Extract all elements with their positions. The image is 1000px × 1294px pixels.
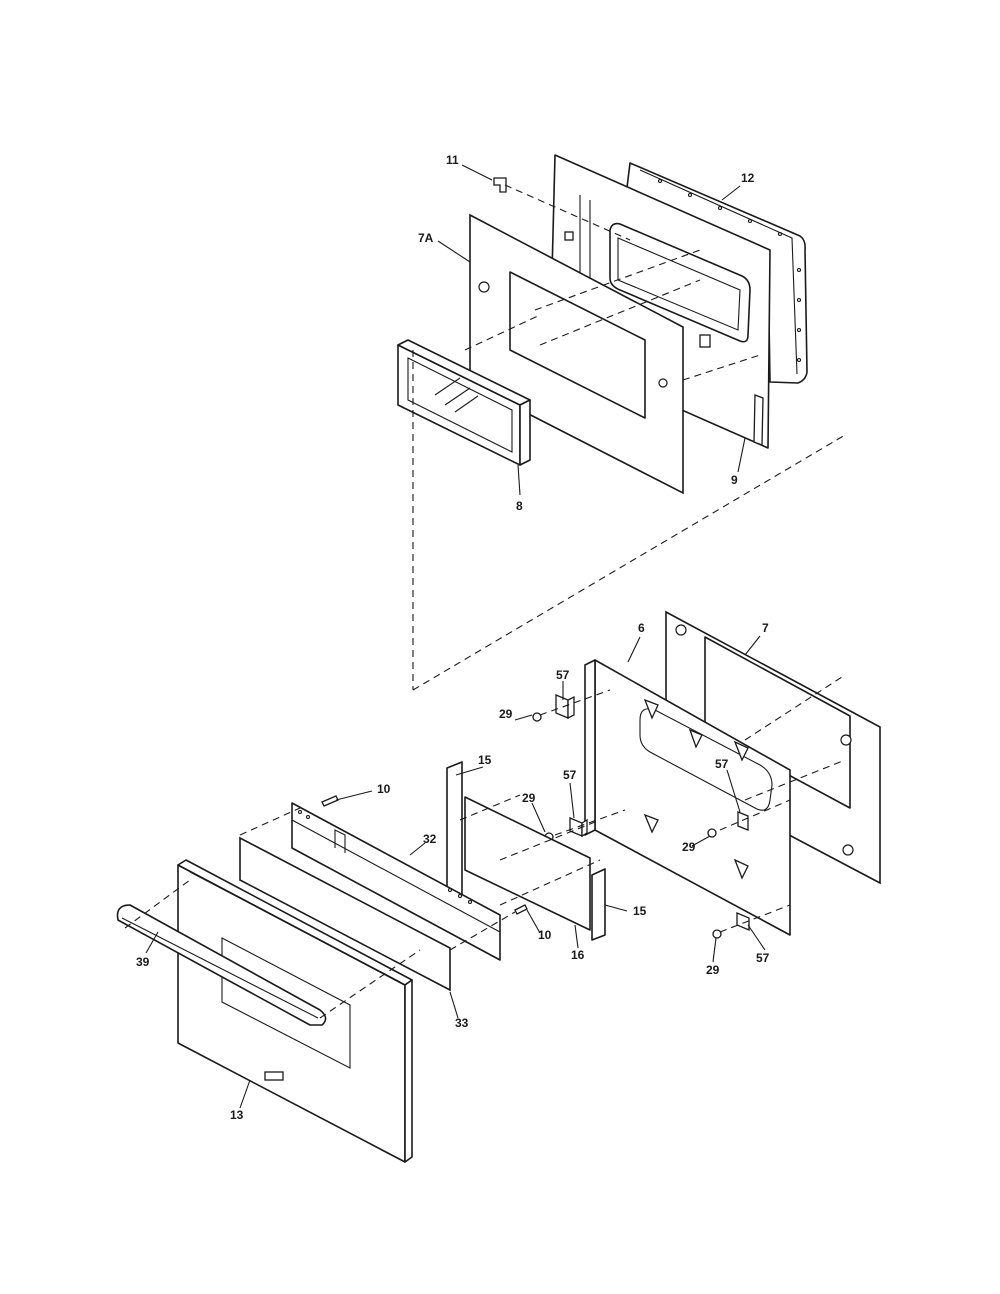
callout-57-upper: 57	[556, 668, 570, 682]
part-39-door-handle	[116, 904, 327, 1026]
callout-57-right: 57	[715, 757, 729, 771]
callout-10-upper: 10	[377, 782, 391, 796]
part-29-screw-lower	[712, 929, 722, 939]
callout-15-right: 15	[633, 904, 647, 918]
callout-7a: 7A	[418, 231, 434, 245]
part-57-hinge-bracket-middle	[569, 817, 588, 838]
callout-8: 8	[516, 499, 523, 513]
part-6-door-liner	[584, 659, 791, 936]
upper-leader-lines	[437, 164, 746, 496]
part-32-top-channel	[291, 802, 501, 961]
part-8-window-frame	[397, 339, 531, 466]
callout-39: 39	[136, 955, 150, 969]
upper-alignment-lines	[412, 184, 846, 691]
part-7a-insulation-panel	[469, 213, 684, 495]
part-12-door-gasket	[625, 162, 808, 384]
callout-11: 11	[446, 153, 459, 167]
part-16-glass-panel	[464, 796, 591, 931]
callout-13: 13	[230, 1108, 244, 1122]
part-57-hinge-bracket-right	[737, 811, 749, 831]
callout-labels: 11 12 7A 8 9 6 7 57 29 15 57 29 57 29 10…	[136, 153, 770, 1122]
lower-leader-lines	[145, 635, 766, 1109]
callout-33: 33	[455, 1016, 469, 1030]
callout-10-lower: 10	[538, 928, 552, 942]
part-10-screw-upper	[321, 795, 339, 807]
part-11-clip	[493, 177, 507, 193]
part-10-screw-lower	[514, 904, 528, 915]
part-57-hinge-bracket-upper	[555, 694, 575, 720]
callout-6: 6	[638, 621, 645, 635]
part-57-hinge-bracket-lower	[736, 912, 750, 931]
callout-57-middle: 57	[563, 768, 577, 782]
callout-57-lower: 57	[756, 951, 770, 965]
callout-15-left: 15	[478, 753, 492, 767]
callout-9: 9	[731, 473, 738, 487]
callout-29-upper: 29	[499, 707, 513, 721]
part-29-screw-right	[707, 828, 717, 838]
part-33-insulation-strip	[239, 836, 451, 992]
callout-12: 12	[741, 171, 755, 185]
callout-32: 32	[423, 832, 437, 846]
callout-29-right: 29	[682, 840, 696, 854]
part-15-side-bracket-right	[591, 868, 606, 941]
callout-7: 7	[762, 621, 769, 635]
callout-29-lower: 29	[706, 963, 720, 977]
callout-16: 16	[571, 948, 585, 962]
part-29-screw-upper	[532, 712, 542, 722]
lower-alignment-lines	[124, 674, 846, 1019]
callout-29-middle: 29	[522, 791, 536, 805]
